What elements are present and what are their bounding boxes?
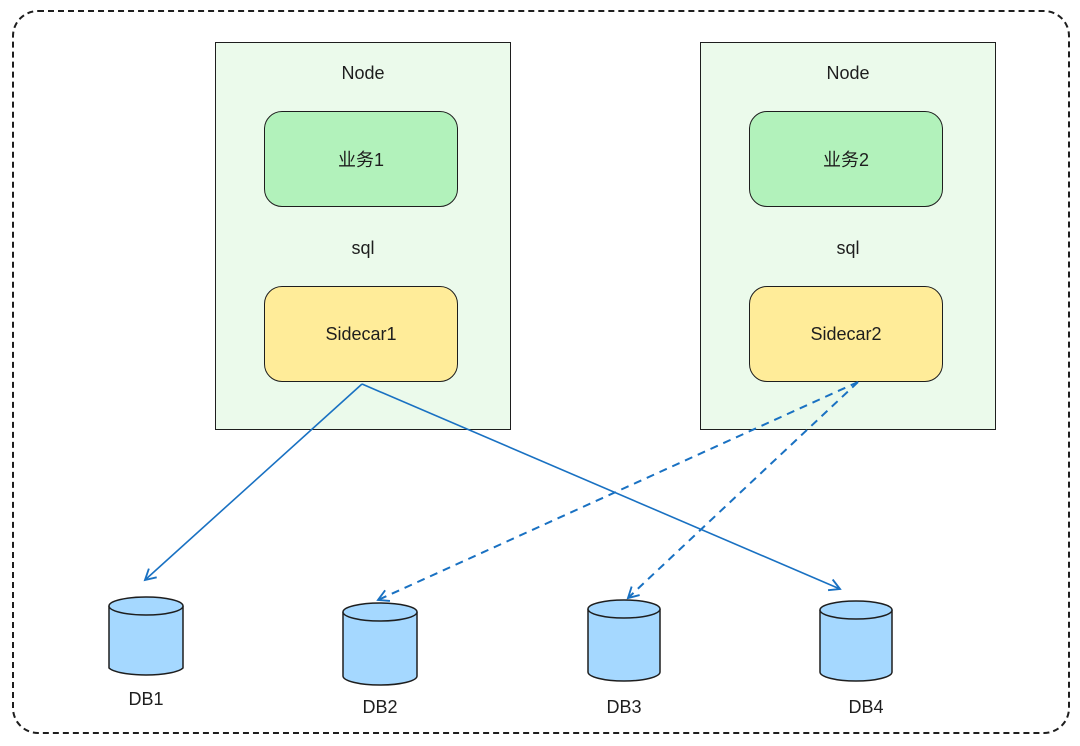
node-box-2: Node 业务2 sql Sidecar2 (700, 42, 996, 430)
service-box-1: 业务1 (264, 111, 458, 207)
database-icon (108, 596, 184, 676)
arrow-sidecar2-db2 (376, 381, 859, 602)
service-box-2: 业务2 (749, 111, 943, 207)
sidecar-box-2: Sidecar2 (749, 286, 943, 382)
cluster-boundary (12, 10, 1070, 734)
database-icon (819, 600, 893, 682)
protocol-label: sql (836, 238, 860, 258)
service-label: 业务2 (822, 150, 869, 170)
arrow-sidecar1-db1 (143, 383, 363, 582)
database-label: DB2 (362, 697, 398, 717)
protocol-label: sql (351, 238, 375, 258)
node-box-1: Node 业务1 sql Sidecar1 (215, 42, 511, 430)
database-label: DB1 (128, 689, 164, 709)
sidecar-box-1: Sidecar1 (264, 286, 458, 382)
node-label: Node (826, 63, 870, 83)
sidecar-label: Sidecar1 (325, 323, 397, 344)
service-label: 业务1 (337, 150, 384, 170)
database-icon (587, 599, 661, 682)
arrow-sidecar2-db3 (626, 381, 859, 600)
database-label: DB4 (848, 697, 884, 717)
node-label: Node (341, 63, 385, 83)
sidecar-label: Sidecar2 (810, 323, 882, 344)
database-label: DB3 (606, 697, 642, 717)
arrow-sidecar1-db4 (361, 383, 842, 592)
database-icon (342, 602, 418, 686)
